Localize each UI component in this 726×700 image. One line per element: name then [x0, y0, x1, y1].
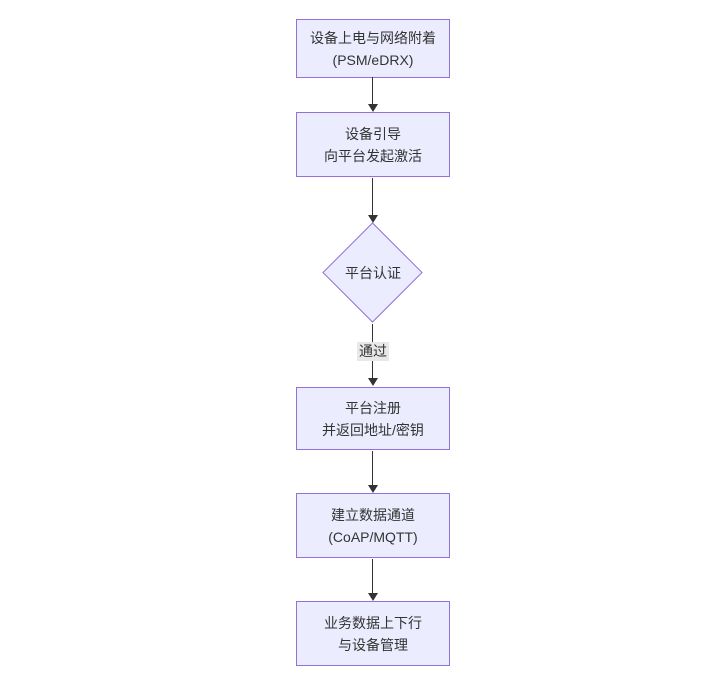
edge-channel-to-business-line — [372, 559, 373, 593]
node-power-attach-line1: 设备上电与网络附着 — [310, 29, 436, 46]
node-auth-label: 平台认证 — [345, 265, 401, 281]
edge-channel-to-business-arrowhead-icon — [368, 593, 378, 601]
node-bootstrap: 设备引导 向平台发起激活 — [296, 112, 450, 177]
edge-boot-to-auth-arrowhead-icon — [368, 215, 378, 223]
edge-power-to-boot-arrowhead-icon — [368, 104, 378, 112]
edge-auth-to-register-label: 通过 — [357, 342, 389, 361]
node-register-line1: 平台注册 — [345, 399, 401, 416]
edge-register-to-channel-arrowhead-icon — [368, 485, 378, 493]
edge-boot-to-auth-line — [372, 178, 373, 215]
node-data-channel: 建立数据通道 (CoAP/MQTT) — [296, 493, 450, 558]
node-business-data: 业务数据上下行 与设备管理 — [296, 601, 450, 666]
node-data-channel-line2: (CoAP/MQTT) — [328, 528, 418, 545]
edge-register-to-channel-line — [372, 451, 373, 485]
node-business-data-line1: 业务数据上下行 — [324, 614, 422, 631]
node-business-data-line2: 与设备管理 — [338, 636, 408, 653]
node-data-channel-line1: 建立数据通道 — [331, 506, 415, 523]
node-power-attach: 设备上电与网络附着 (PSM/eDRX) — [296, 19, 450, 78]
node-register: 平台注册 并返回地址/密钥 — [296, 387, 450, 450]
edge-power-to-boot-line — [372, 77, 373, 104]
node-bootstrap-line1: 设备引导 — [345, 125, 401, 142]
node-register-line2: 并返回地址/密钥 — [322, 421, 424, 438]
node-bootstrap-line2: 向平台发起激活 — [324, 147, 422, 164]
node-power-attach-line2: (PSM/eDRX) — [332, 51, 414, 68]
edge-auth-to-register-arrowhead-icon — [368, 378, 378, 386]
